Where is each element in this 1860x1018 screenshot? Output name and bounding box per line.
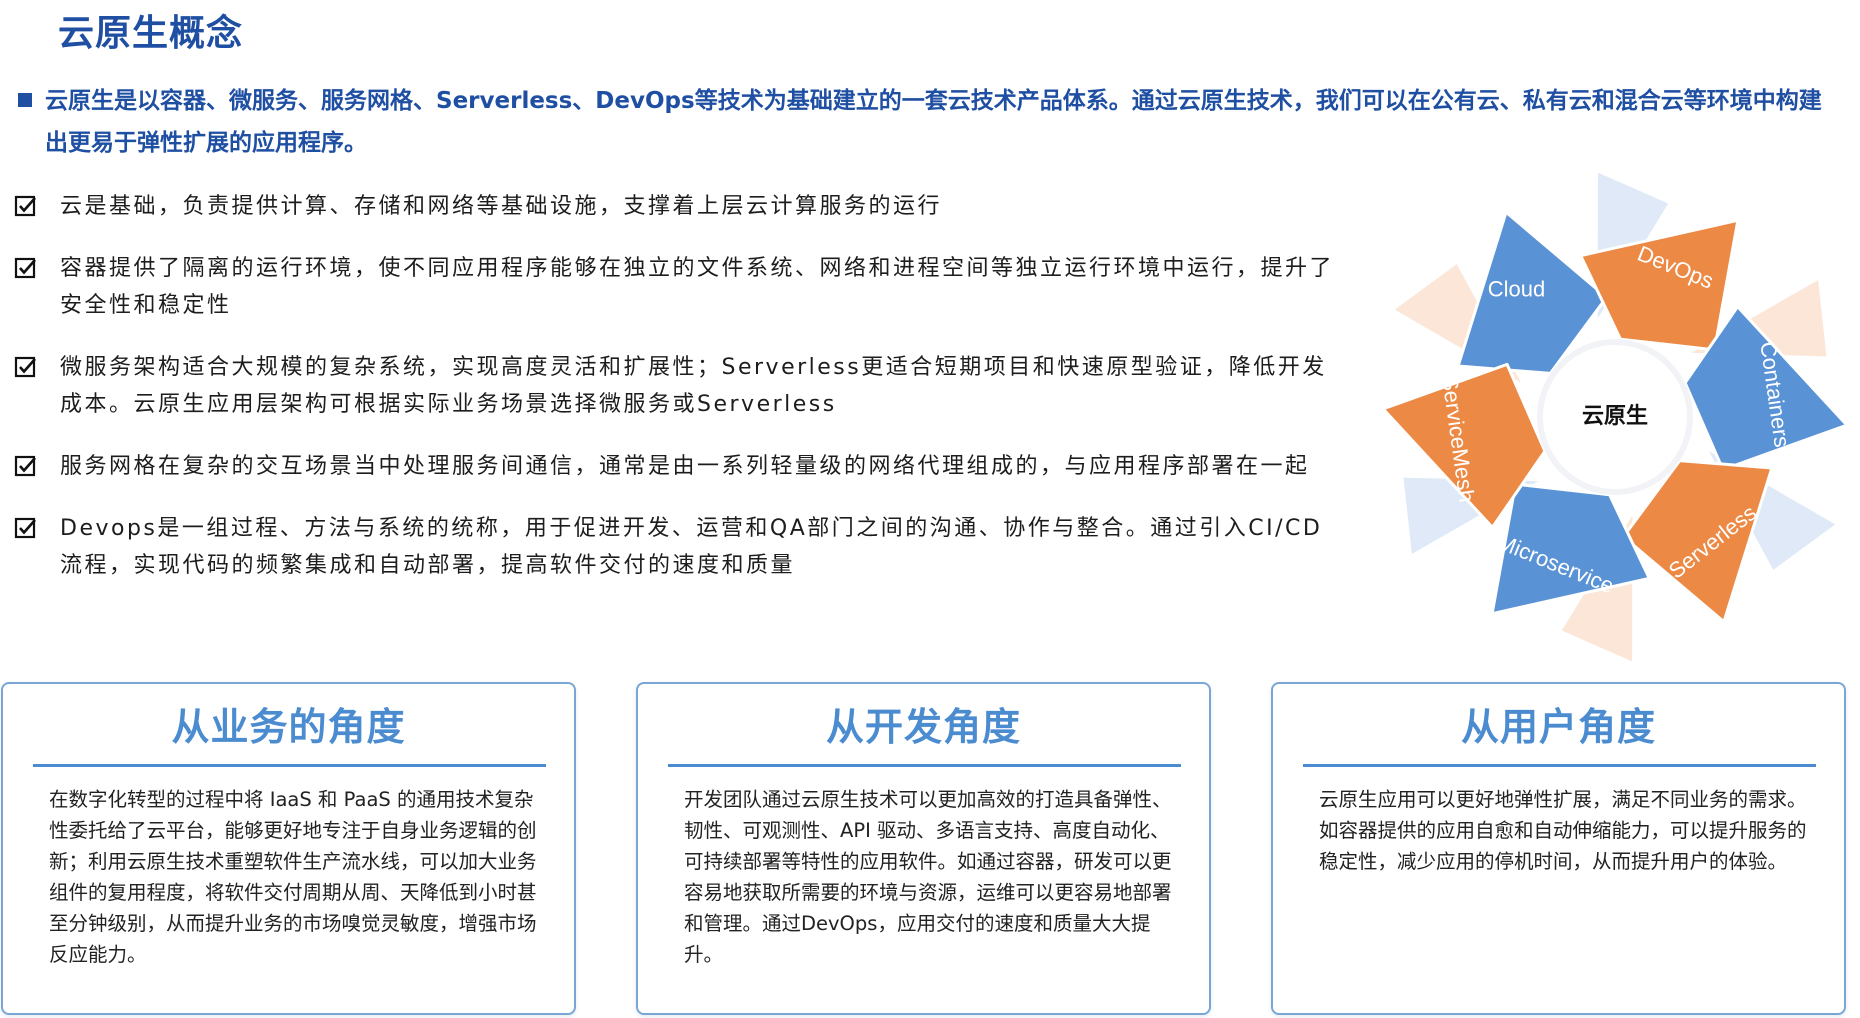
ring-segment-containers: [1683, 305, 1849, 472]
ring-segment-label: Cloud: [1488, 277, 1545, 302]
checkbox-checked-icon: [14, 257, 36, 279]
list-item: Devops是一组过程、方法与系统的统称，用于促进开发、运营和QA部门之间的沟通…: [14, 510, 1344, 584]
list-item-text: Devops是一组过程、方法与系统的统称，用于促进开发、运营和QA部门之间的沟通…: [60, 516, 1323, 578]
ring-segment-devops: [1579, 218, 1740, 352]
list-item: 服务网格在复杂的交互场景当中处理服务间通信，通常是由一系列轻量级的网络代理组成的…: [14, 448, 1344, 485]
user-perspective-card: 从用户角度 云原生应用可以更好地弹性扩展，满足不同业务的需求。如容器提供的应用自…: [1271, 682, 1846, 1015]
list-item-text: 云是基础，负责提供计算、存储和网络等基础设施，支撑着上层云计算服务的运行: [60, 194, 943, 219]
ring-center-label: 云原生: [1582, 404, 1648, 429]
checkbox-checked-icon: [14, 195, 36, 217]
list-item: 容器提供了隔离的运行环境，使不同应用程序能够在独立的文件系统、网络和进程空间等独…: [14, 250, 1344, 324]
page-title: 云原生概念: [58, 13, 244, 54]
card-body: 云原生应用可以更好地弹性扩展，满足不同业务的需求。如容器提供的应用自愈和自动伸缩…: [1319, 788, 1807, 873]
ring-segment-cloud: [1456, 210, 1609, 375]
list-item-text: 服务网格在复杂的交互场景当中处理服务间通信，通常是由一系列轻量级的网络代理组成的…: [60, 454, 1310, 479]
business-perspective-card: 从业务的角度 在数字化转型的过程中将 IaaS 和 PaaS 的通用技术复杂性委…: [1, 682, 576, 1015]
card-title: 从用户角度: [1460, 705, 1656, 749]
checkbox-checked-icon: [14, 356, 36, 378]
ring-segment-serverless: [1621, 459, 1774, 624]
card-body: 在数字化转型的过程中将 IaaS 和 PaaS 的通用技术复杂性委托给了云平台，…: [49, 788, 537, 966]
list-item-text: 容器提供了隔离的运行环境，使不同应用程序能够在独立的文件系统、网络和进程空间等独…: [60, 256, 1335, 318]
square-bullet-icon: [18, 93, 32, 107]
card-title: 从开发角度: [825, 705, 1021, 749]
card-divider: [33, 764, 546, 767]
card-divider: [668, 764, 1181, 767]
ring-center-circle: [1537, 339, 1693, 495]
checkbox-checked-icon: [14, 455, 36, 477]
checkbox-checked-icon: [14, 517, 36, 539]
ring-center: 云原生: [1537, 339, 1693, 495]
ring-segment-microservice: [1490, 482, 1651, 616]
development-perspective-card: 从开发角度 开发团队通过云原生技术可以更加高效的打造具备弹性、韧性、可观测性、A…: [636, 682, 1211, 1015]
list-item-text: 微服务架构适合大规模的复杂系统，实现高度灵活和扩展性；Serverless更适合…: [60, 355, 1327, 417]
key-points-list: 云是基础，负责提供计算、存储和网络等基础设施，支撑着上层云计算服务的运行 容器提…: [14, 188, 1344, 584]
card-body: 开发团队通过云原生技术可以更加高效的打造具备弹性、韧性、可观测性、API 驱动、…: [684, 788, 1172, 966]
card-title: 从业务的角度: [171, 705, 406, 749]
card-divider: [1303, 764, 1816, 767]
list-item: 云是基础，负责提供计算、存储和网络等基础设施，支撑着上层云计算服务的运行: [14, 188, 1344, 225]
intro-text: 云原生是以容器、微服务、服务网格、Serverless、DevOps等技术为基础…: [45, 88, 1822, 156]
intro-paragraph: 云原生是以容器、微服务、服务网格、Serverless、DevOps等技术为基础…: [18, 80, 1838, 164]
list-item: 微服务架构适合大规模的复杂系统，实现高度灵活和扩展性；Serverless更适合…: [14, 349, 1344, 423]
ring-segment-servicemesh: [1381, 362, 1547, 529]
